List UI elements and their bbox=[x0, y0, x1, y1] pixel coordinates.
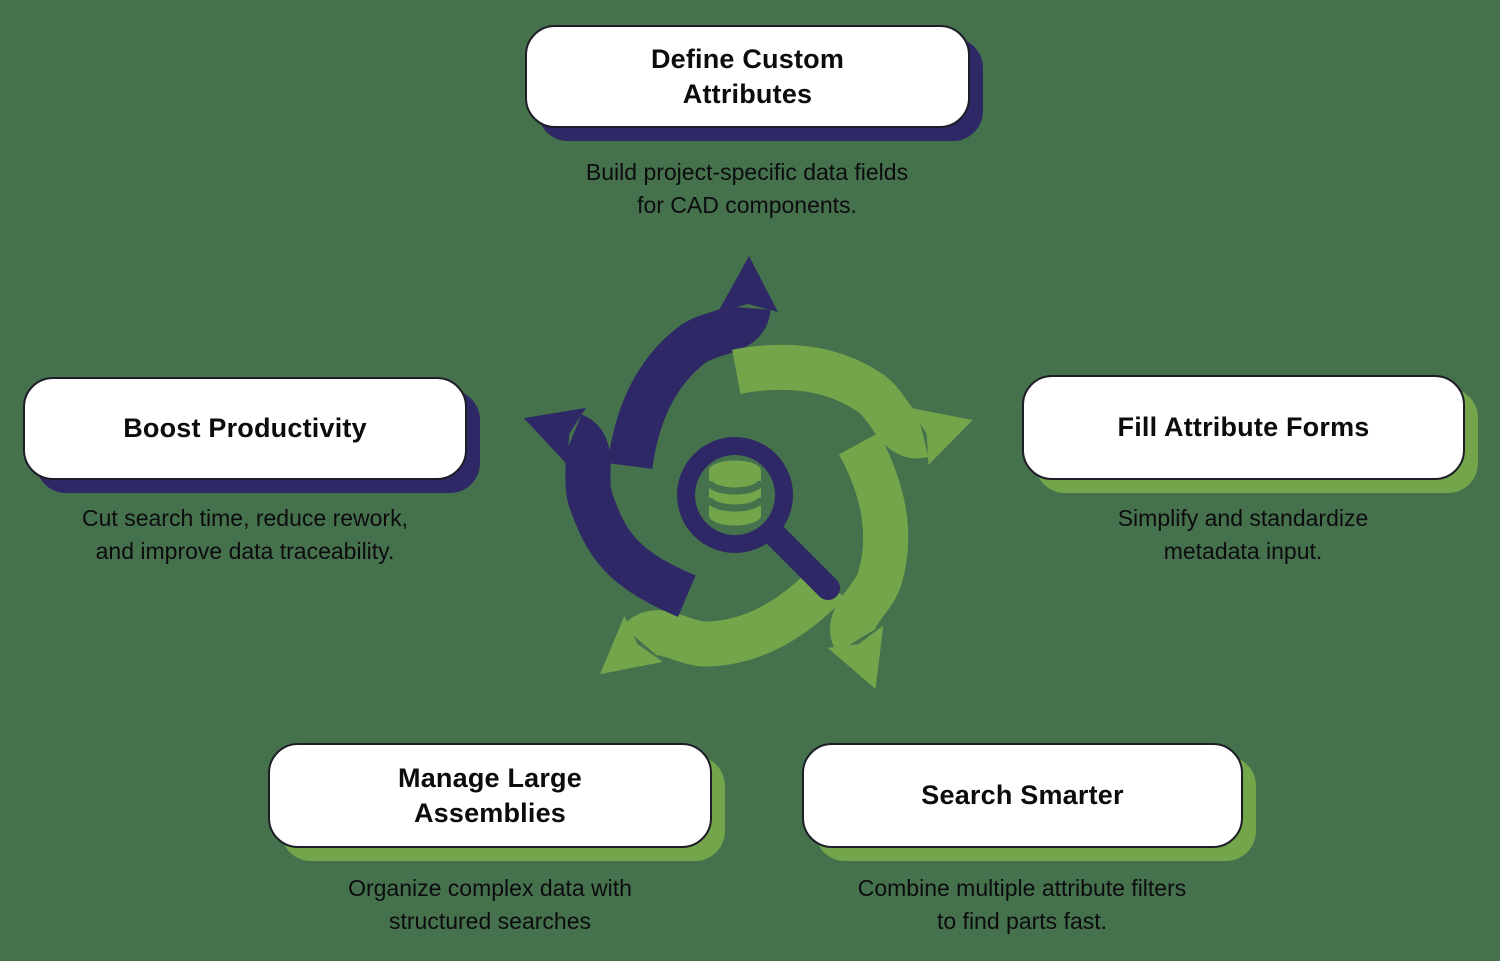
cycle-arrow-bottom-left-icon bbox=[600, 566, 845, 675]
caption-manage-large-assemblies: Organize complex data with structured se… bbox=[348, 875, 632, 934]
cycle-arrow-right-icon bbox=[732, 344, 973, 465]
cycle-arrow-bottom-right-icon bbox=[827, 432, 909, 689]
card-title-fill-attribute-forms: Fill Attribute Forms bbox=[1117, 412, 1370, 442]
card-boost-productivity: Boost Productivity bbox=[23, 377, 467, 480]
card-manage-large-assemblies: Manage Large Assemblies bbox=[268, 743, 712, 848]
database-search-icon bbox=[677, 437, 840, 600]
caption-fill-attribute-forms: Simplify and standardize metadata input. bbox=[1117, 505, 1369, 564]
card-define-custom-attributes: Define Custom Attributes bbox=[525, 25, 970, 128]
card-title-manage-large-assemblies: Manage Large Assemblies bbox=[398, 762, 582, 828]
card-title-search-smarter: Search Smarter bbox=[921, 780, 1124, 810]
database-icon bbox=[705, 460, 765, 526]
caption-search-smarter: Combine multiple attribute filters to fi… bbox=[857, 875, 1187, 934]
card-title-define-custom-attributes: Define Custom Attributes bbox=[650, 43, 845, 109]
card-title-boost-productivity: Boost Productivity bbox=[123, 413, 367, 443]
cycle-diagram bbox=[523, 256, 973, 689]
card-fill-attribute-forms: Fill Attribute Forms bbox=[1022, 375, 1465, 480]
caption-define-custom-attributes: Build project-specific data fields for C… bbox=[585, 159, 909, 218]
caption-boost-productivity: Cut search time, reduce rework, and impr… bbox=[82, 505, 408, 564]
cycle-arrow-left-icon bbox=[523, 407, 696, 617]
cycle-arrow-top-icon bbox=[607, 256, 778, 470]
card-search-smarter: Search Smarter bbox=[802, 743, 1243, 848]
